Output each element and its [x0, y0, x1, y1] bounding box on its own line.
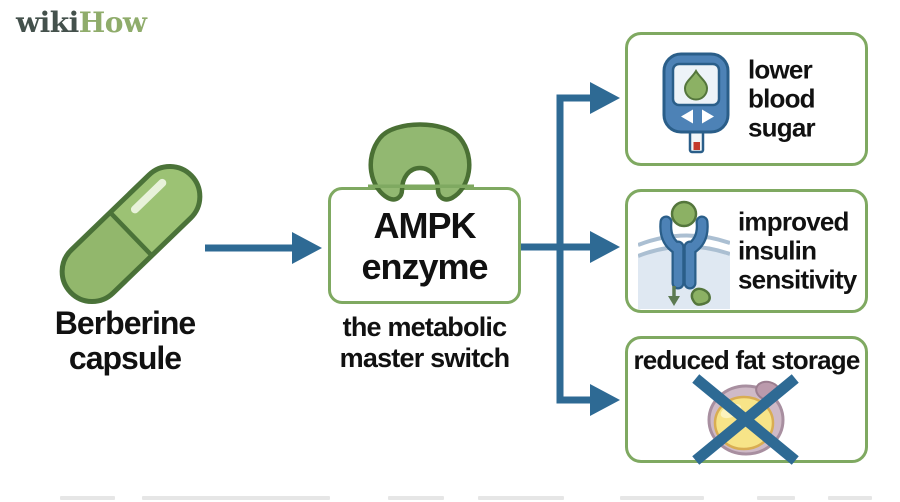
benefit-label-insulin-sensitivity: improved insulin sensitivity — [738, 206, 857, 295]
x-mark — [692, 374, 799, 465]
logo-how-text: How — [78, 6, 147, 39]
arrowhead-to-insulin — [590, 231, 620, 263]
benefit2-line3: sensitivity — [738, 264, 857, 295]
benefit1-line2: blood — [748, 83, 816, 114]
benefit3-line1: reduced fat storage — [633, 345, 860, 375]
capsule-label-line1: Berberine — [54, 305, 196, 341]
benefit-box-insulin-sensitivity: improved insulin sensitivity — [625, 189, 868, 313]
benefit-label-reduced-fat-storage: reduced fat storage — [628, 346, 865, 375]
benefit1-line1: lower — [748, 54, 813, 85]
crossed-out-fat-cell-icon — [692, 374, 799, 465]
bottom-crop-artifact — [0, 496, 900, 502]
benefit-box-reduced-fat-storage: reduced fat storage — [625, 336, 868, 465]
glucose-meter-icon — [662, 52, 730, 154]
berberine-capsule-icon — [59, 163, 203, 305]
arrow-ampk-to-branch — [519, 243, 593, 251]
capsule-label-line2: capsule — [68, 340, 182, 376]
arrowhead-capsule-to-ampk — [292, 232, 322, 264]
arrowhead-to-blood-sugar — [590, 82, 620, 114]
ampk-title-line1: AMPK — [373, 204, 477, 246]
ampk-caption: the metabolic master switch — [318, 312, 531, 374]
benefit-label-lower-blood-sugar: lower blood sugar — [748, 54, 816, 143]
ampk-node-box: AMPK enzyme — [328, 187, 521, 304]
ampk-caption-line1: the metabolic — [342, 312, 507, 342]
benefit-box-lower-blood-sugar: lower blood sugar — [625, 32, 868, 166]
ampk-caption-line2: master switch — [339, 343, 510, 373]
benefit1-line3: sugar — [748, 112, 816, 143]
capsule-label: Berberine capsule — [22, 306, 228, 376]
benefit2-line2: insulin — [738, 235, 817, 266]
border-overlay — [368, 184, 474, 188]
insulin-receptor-icon — [638, 200, 730, 309]
branch-top-line — [560, 94, 593, 102]
branch-vertical-line — [556, 94, 564, 404]
branch-bottom-line — [560, 396, 593, 404]
enzyme-arch-icon — [368, 122, 474, 202]
ampk-title-line2: enzyme — [361, 245, 488, 287]
arrowhead-to-fat-storage — [590, 384, 620, 416]
wikihow-logo: wikiHow — [16, 6, 147, 39]
logo-wiki-text: wiki — [16, 6, 79, 39]
benefit2-line1: improved — [738, 206, 849, 237]
arrow-capsule-to-ampk — [205, 244, 297, 252]
